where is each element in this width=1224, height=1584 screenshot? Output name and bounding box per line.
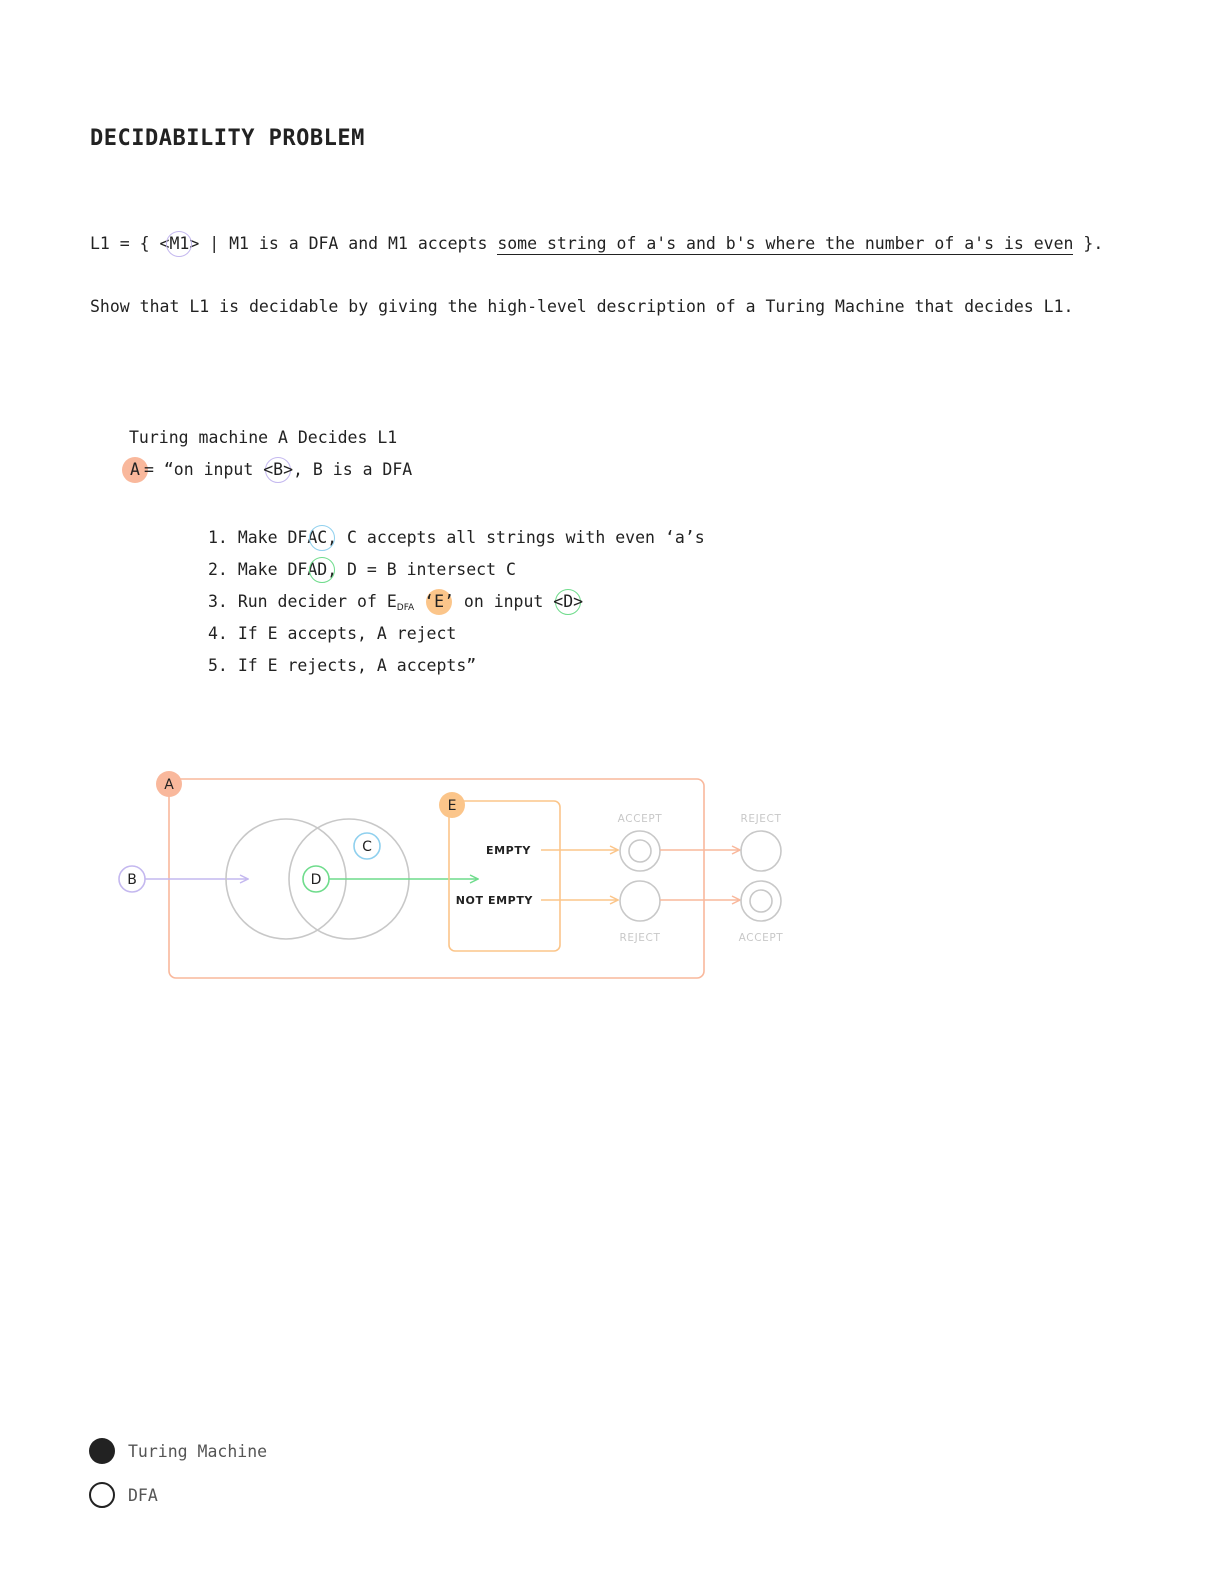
empty-circle-icon <box>89 1482 115 1508</box>
definition-mid: = “on input <box>144 460 264 479</box>
legend-label-dfa: DFA <box>128 1485 158 1505</box>
definition-suffix: , B is a DFA <box>293 460 413 479</box>
legend-turing-machine: Turing Machine <box>89 1438 267 1464</box>
problem-task: Show that L1 is decidable by giving the … <box>90 297 1074 316</box>
token-e: ‘E’ <box>424 589 454 615</box>
label-not-empty: NOT EMPTY <box>456 894 534 907</box>
state-a-accept-inner <box>749 889 773 913</box>
legend-label-turing-machine: Turing Machine <box>128 1441 268 1461</box>
token-c: C <box>309 525 336 551</box>
token-m1: M1 <box>166 230 193 257</box>
label-d: D <box>311 872 322 888</box>
state-e-accept <box>619 830 661 872</box>
label-b: B <box>127 872 137 888</box>
legend-dfa: DFA <box>89 1482 158 1508</box>
step-4: 4. If E accepts, A reject <box>208 624 457 643</box>
solution-definition: A= “on input <B>, B is a DFA <box>122 456 413 483</box>
filled-circle-icon <box>89 1438 115 1464</box>
problem-definition: L1 = { <M1> | M1 is a DFA and M1 accepts… <box>90 230 1104 257</box>
label-e: E <box>448 798 457 814</box>
state-e-accept-inner <box>628 839 652 863</box>
subscript-dfa: DFA <box>396 603 415 613</box>
step-1: 1. Make DFA C, C accepts all strings wit… <box>208 525 705 558</box>
step-2: 2. Make DFA D, D = B intersect C <box>208 557 705 590</box>
label-accept-a: ACCEPT <box>739 932 784 944</box>
problem-prefix: L1 = { < <box>90 234 170 253</box>
label-c-ring <box>353 832 381 860</box>
token-d-input: <D> <box>553 589 583 615</box>
label-e-badge <box>439 792 465 818</box>
label-reject-e: REJECT <box>619 932 660 944</box>
problem-mid: > | M1 is a DFA and M1 accepts <box>189 234 498 253</box>
state-e-reject <box>619 880 661 922</box>
label-empty: EMPTY <box>486 844 531 857</box>
turing-machine-diagram: A B C D E EMPTY NOT EMPTY ACCEPT REJECT … <box>118 771 784 979</box>
step-5: 5. If E rejects, A accepts” <box>208 656 477 675</box>
problem-suffix: }. <box>1073 234 1104 253</box>
label-reject-a: REJECT <box>740 813 781 825</box>
step-3: 3. Run decider of EDFA ‘E’ on input <D> <box>208 589 584 615</box>
steps-list: 1. Make DFA C, C accepts all strings wit… <box>208 525 705 686</box>
solution-heading: Turing machine A Decides L1 <box>129 428 398 447</box>
decider-e-box <box>448 800 561 952</box>
token-a: A <box>122 456 148 483</box>
state-a-reject <box>740 830 782 872</box>
state-a-accept <box>740 880 782 922</box>
label-a: A <box>164 777 174 793</box>
label-c: C <box>362 839 372 855</box>
token-b: <B> <box>263 456 294 483</box>
problem-underlined: some string of a's and b's where the num… <box>497 234 1074 255</box>
token-d: D <box>309 557 336 583</box>
page-title: DECIDABILITY PROBLEM <box>90 126 365 151</box>
label-a-badge <box>156 771 182 797</box>
label-accept-e: ACCEPT <box>618 813 663 825</box>
